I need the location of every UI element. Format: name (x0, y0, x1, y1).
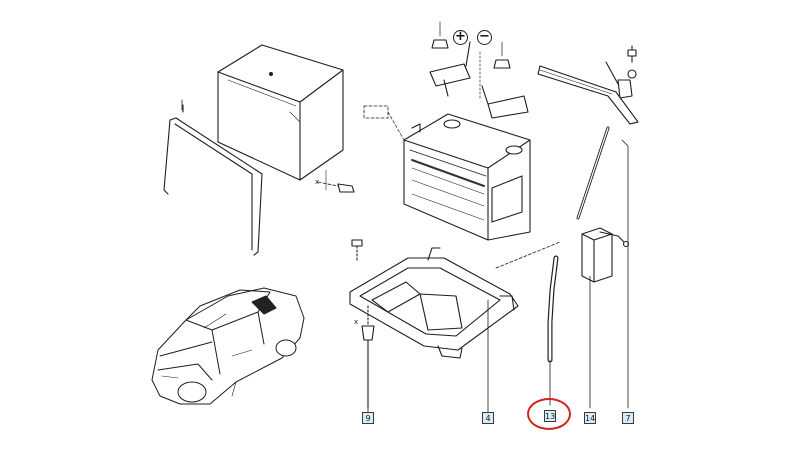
vent-tube (547, 255, 559, 406)
vehicle-illustration (151, 287, 305, 405)
cover-screw (317, 169, 355, 193)
hold-down-frame (163, 104, 263, 256)
negative-terminal-sign: − (477, 30, 492, 45)
positive-terminal-sign: + (453, 30, 468, 45)
tray-bolt (351, 239, 375, 409)
ref-7[interactable]: 7 (622, 412, 634, 424)
ref-14[interactable]: 14 (584, 412, 596, 424)
highlight-ellipse (527, 398, 571, 430)
sensor-module (581, 227, 630, 409)
leader-lines (181, 99, 489, 413)
terminal-hardware (429, 21, 529, 119)
hold-down-rod (537, 45, 639, 409)
x-mark: x (354, 318, 359, 326)
x-mark: x (315, 178, 320, 186)
ref-9[interactable]: 9 (362, 412, 374, 424)
battery (363, 105, 531, 241)
battery-tray (349, 241, 561, 359)
ref-4[interactable]: 4 (482, 412, 494, 424)
battery-cover (217, 44, 344, 181)
